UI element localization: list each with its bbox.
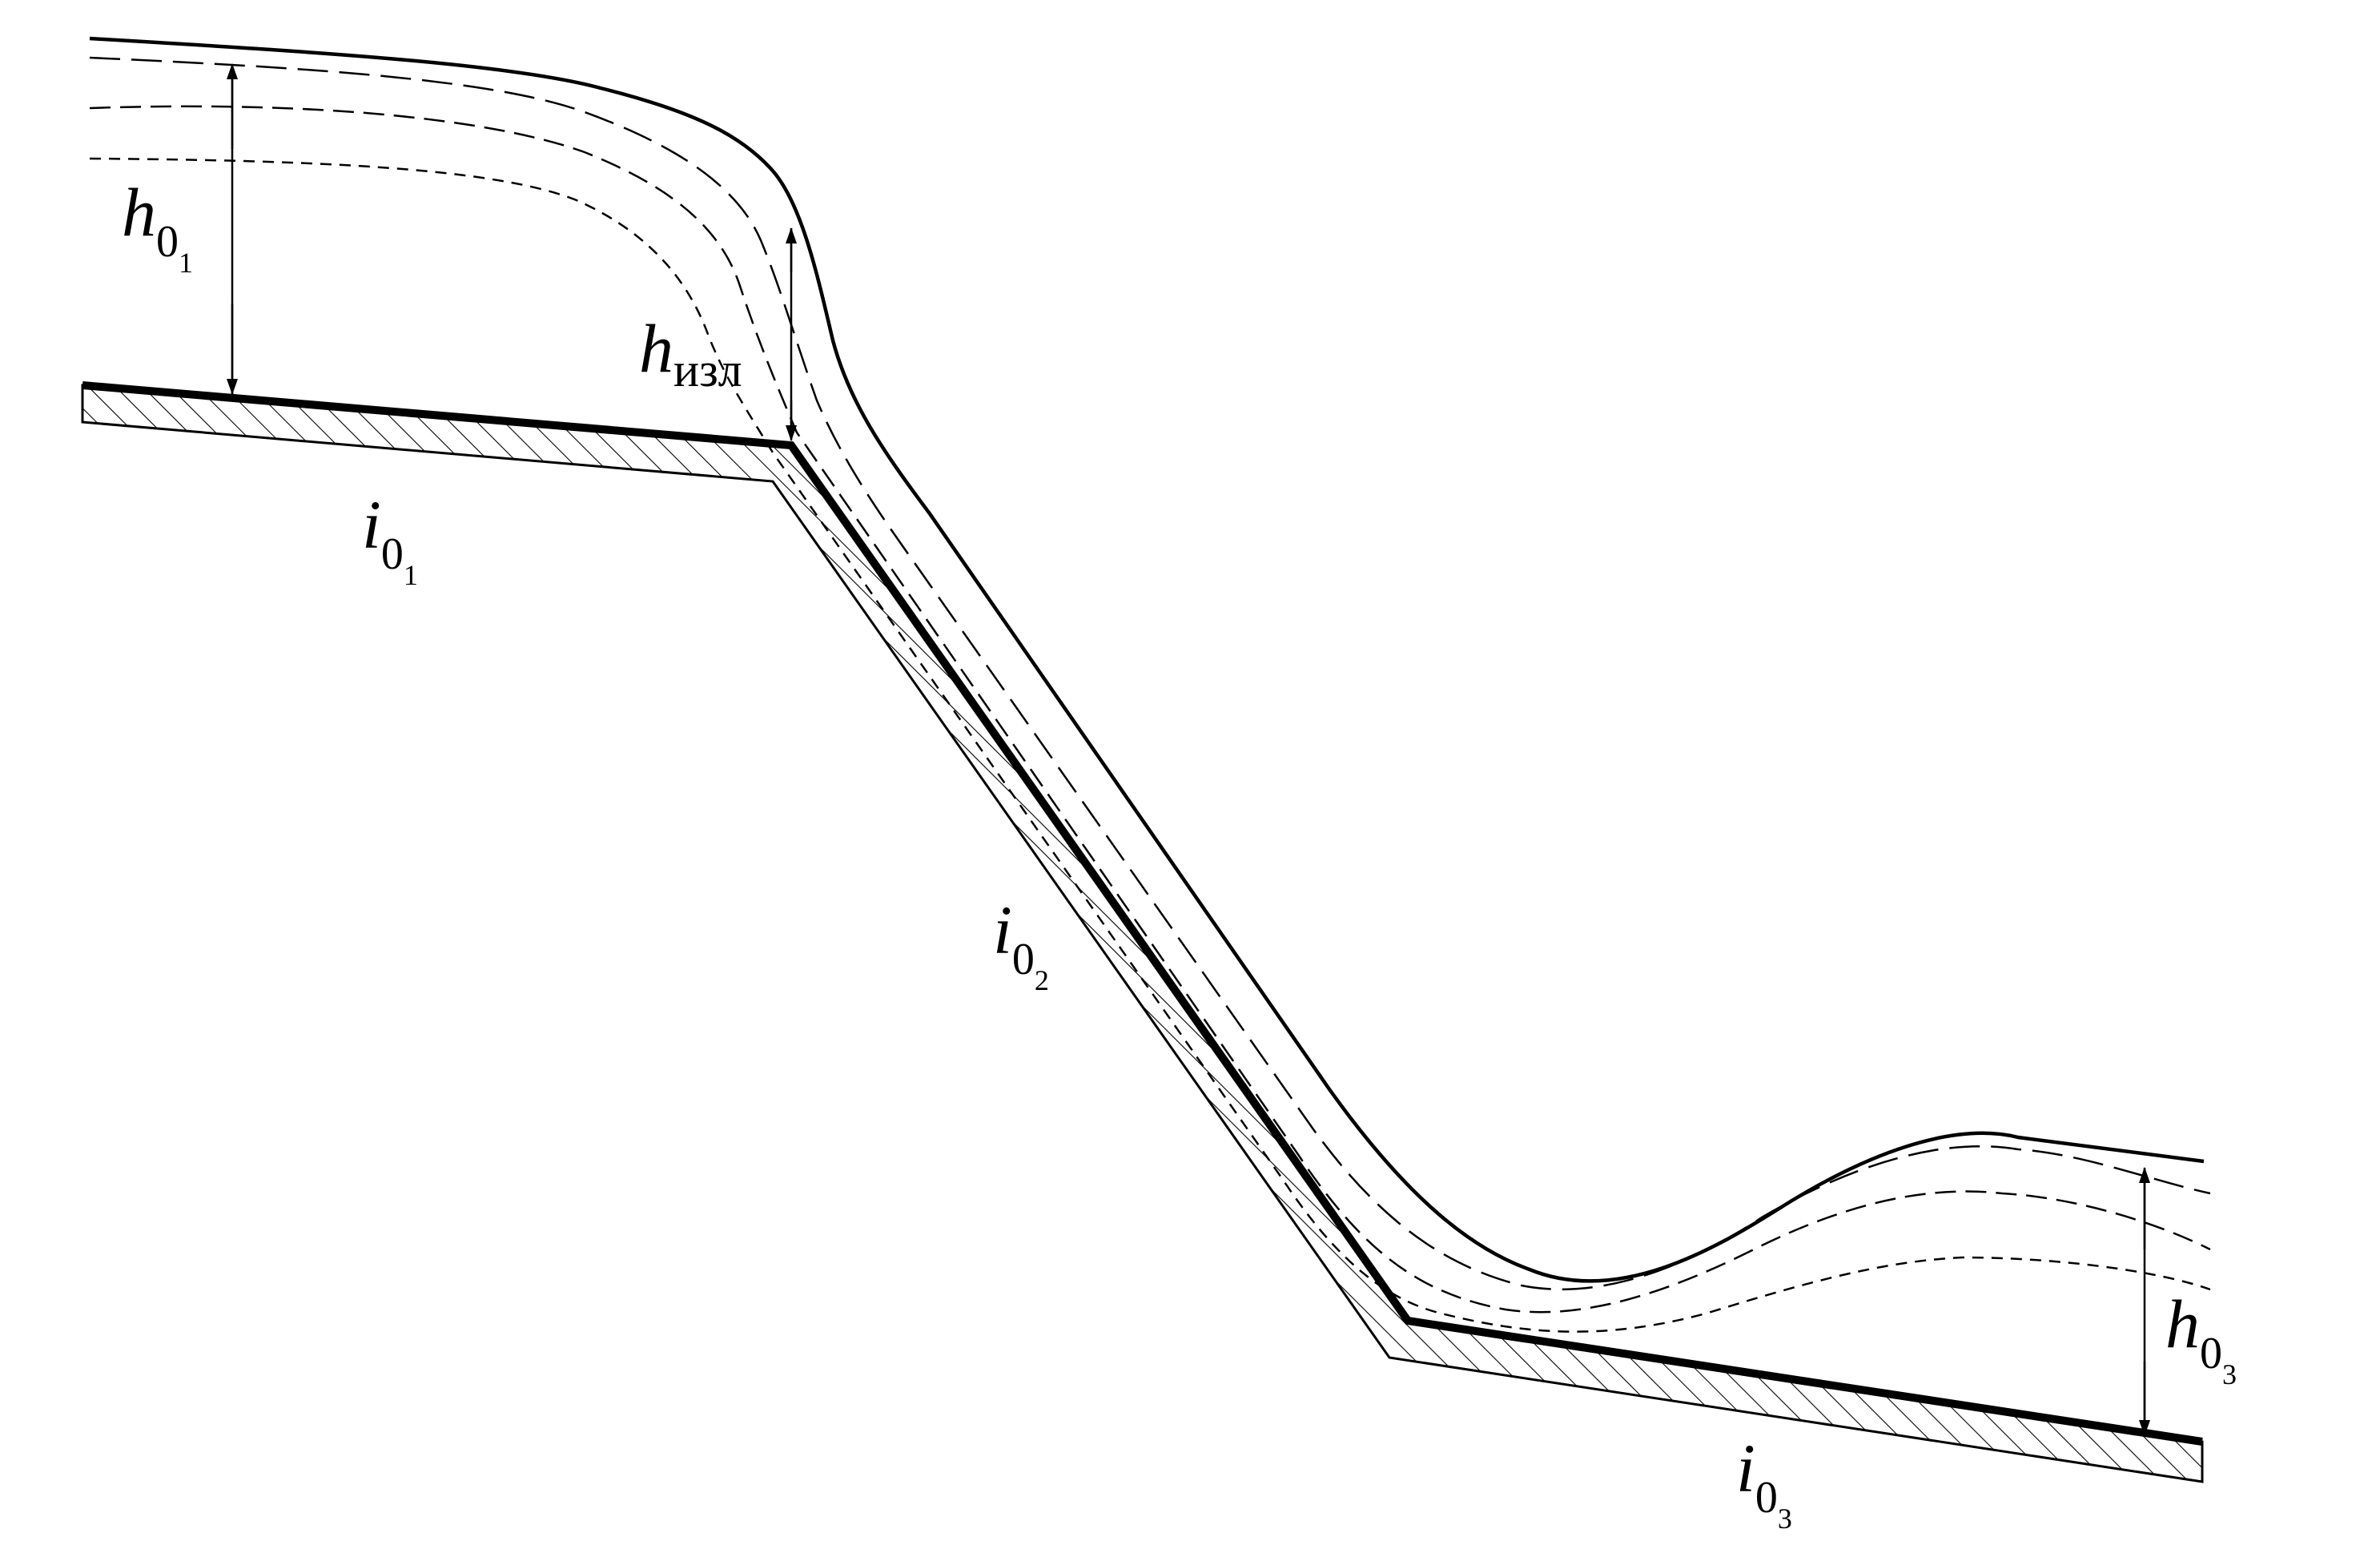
label-h03-sub: 0 [2200, 1329, 2222, 1378]
label-i01-base: i [362, 486, 381, 563]
free-surface-line [89, 36, 2205, 1283]
streamline-3 [89, 157, 2211, 1333]
label-h03-base: h [2165, 1285, 2200, 1362]
label-i02-subsub: 2 [1034, 964, 1049, 996]
label-i01: i01 [362, 490, 418, 589]
label-h03: h03 [2165, 1289, 2237, 1389]
label-i01-subsub: 1 [403, 559, 418, 591]
label-h-izl: hизл [639, 314, 742, 394]
streamline-2 [89, 105, 2211, 1314]
label-i02: i02 [993, 895, 1049, 995]
label-h03-subsub: 3 [2222, 1358, 2237, 1390]
channel-bed-line [82, 381, 2203, 1446]
streamline-1 [89, 56, 2211, 1291]
label-h-izl-sub: изл [673, 344, 742, 396]
label-h01-sub: 0 [156, 217, 179, 267]
label-h01: h01 [122, 178, 193, 277]
label-h01-subsub: 1 [179, 247, 193, 279]
label-i03-base: i [1736, 1430, 1755, 1507]
label-i01-sub: 0 [380, 529, 404, 579]
label-h-izl-base: h [639, 310, 673, 387]
label-i03: i03 [1736, 1434, 1792, 1533]
label-i02-sub: 0 [1011, 935, 1035, 984]
label-i02-base: i [993, 891, 1012, 968]
label-h01-base: h [122, 174, 156, 251]
label-i03-subsub: 3 [1777, 1503, 1792, 1535]
label-i03-sub: 0 [1755, 1473, 1778, 1523]
